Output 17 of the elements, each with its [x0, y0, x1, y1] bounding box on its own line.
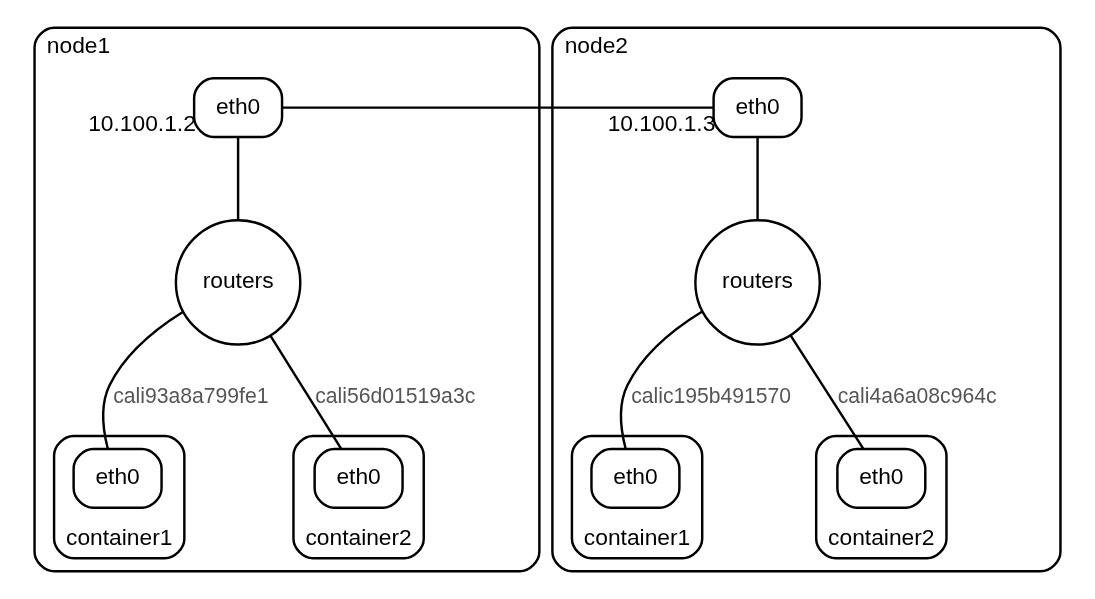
connector	[282, 106, 714, 109]
edge-label: cali56d01519a3c	[315, 383, 476, 407]
edge-label: calic195b491570	[631, 383, 792, 407]
node-box: eth0	[313, 447, 404, 509]
node-box: eth0	[72, 447, 163, 509]
node-circle: routers	[174, 219, 302, 346]
edge-label: cali93a8a799fe1	[113, 383, 269, 407]
connector	[756, 137, 759, 220]
connector	[619, 310, 703, 450]
node-box: eth0	[590, 447, 681, 509]
connector	[236, 137, 240, 220]
node-box: eth0	[836, 447, 927, 509]
node-circle: routers	[694, 219, 821, 346]
edge-label: cali4a6a08c964c	[837, 383, 997, 407]
connector	[102, 311, 184, 449]
connector	[269, 335, 343, 450]
connector	[789, 335, 865, 450]
